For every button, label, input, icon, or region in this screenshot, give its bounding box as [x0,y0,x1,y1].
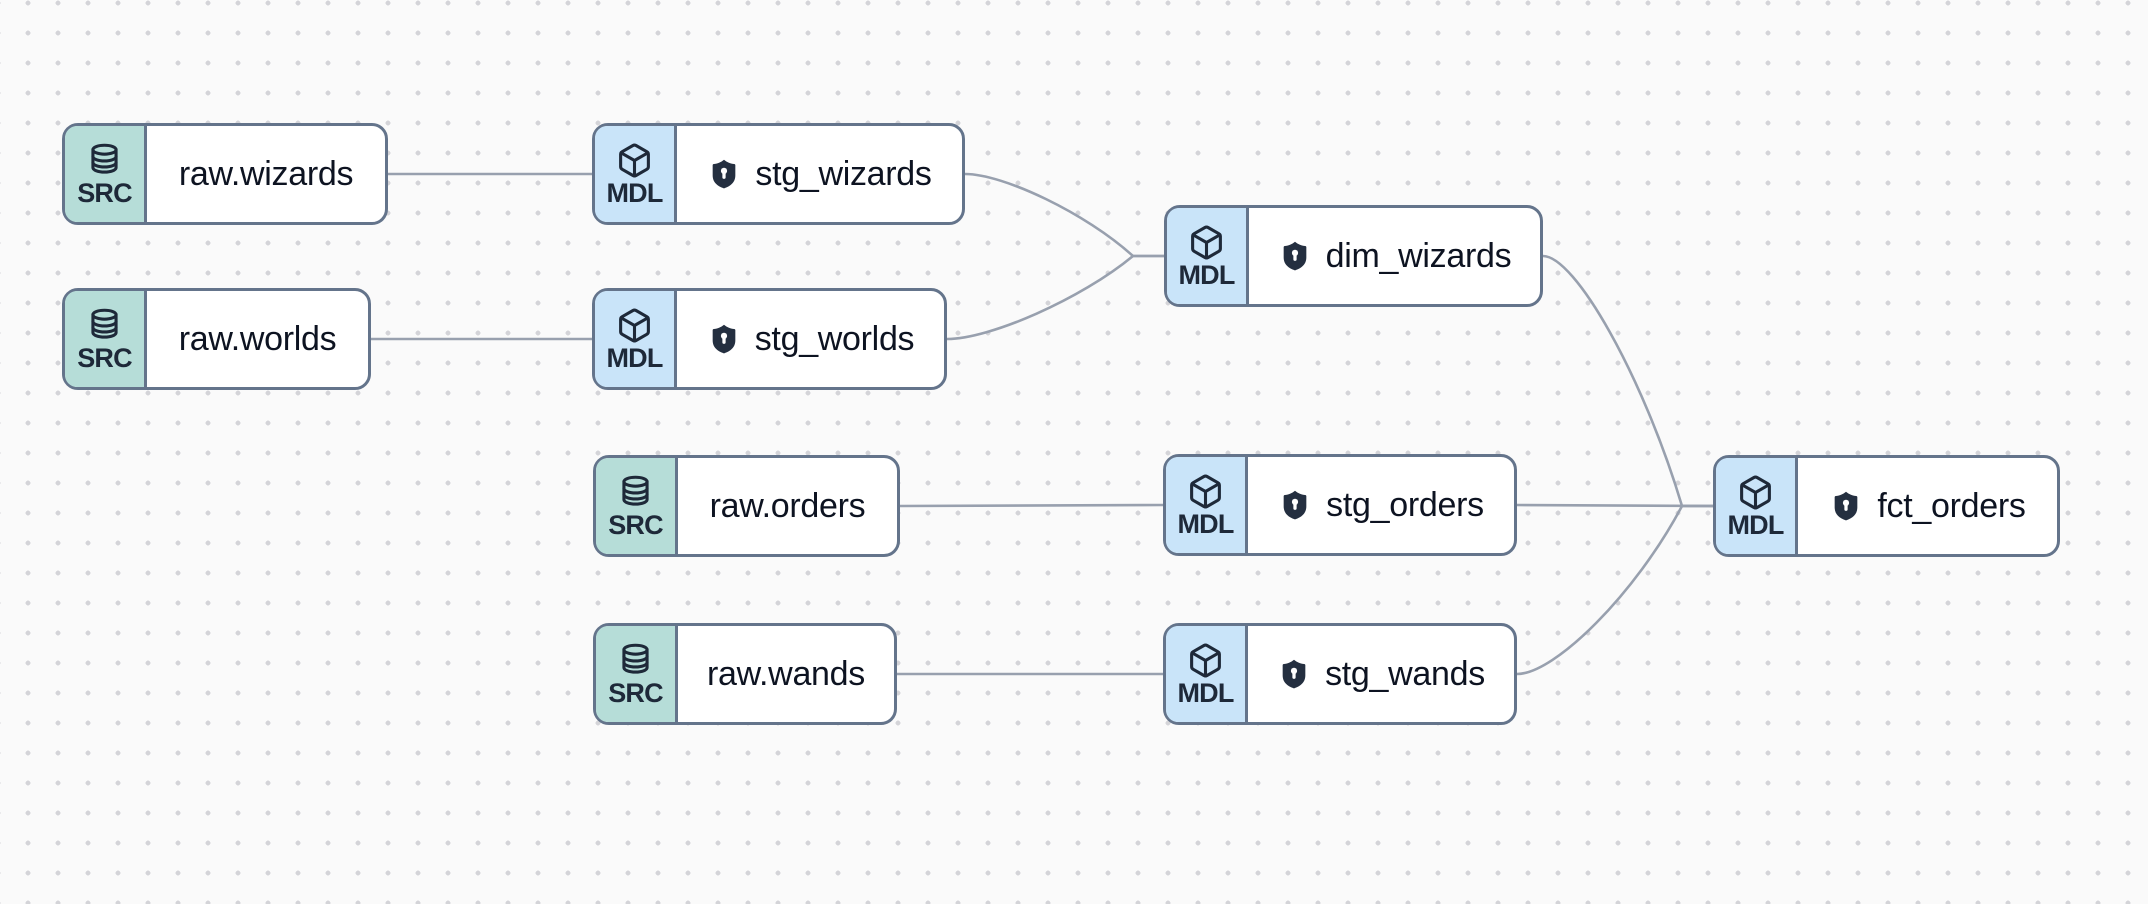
node-body: raw.orders [678,458,897,554]
lineage-node-stg_wands[interactable]: MDL stg_wands [1163,623,1517,725]
lineage-node-stg_wizards[interactable]: MDL stg_wizards [592,123,965,225]
node-body: raw.wands [678,626,894,722]
node-type-label: MDL [606,342,663,373]
node-label: dim_wizards [1325,236,1512,275]
node-label: raw.worlds [178,319,337,358]
lineage-node-raw_wands[interactable]: SRC raw.wands [593,623,897,725]
database-icon [86,307,123,344]
box-icon [1187,473,1224,510]
box-icon [1737,474,1774,511]
box-icon [1188,224,1225,261]
box-icon [1187,642,1224,679]
node-type-badge: MDL [1166,457,1248,553]
shield-lock-icon [1278,488,1312,522]
node-type-label: SRC [608,509,663,540]
node-body: stg_wands [1248,626,1514,722]
node-type-label: MDL [1178,259,1235,290]
node-type-label: MDL [1727,509,1784,540]
node-type-badge: MDL [1716,458,1798,554]
lineage-node-stg_orders[interactable]: MDL stg_orders [1163,454,1517,556]
node-type-label: MDL [1177,677,1234,708]
box-icon [616,307,653,344]
database-icon [617,642,654,679]
node-label: stg_wizards [755,154,932,193]
database-icon [617,474,654,511]
lineage-node-raw_wizards[interactable]: SRC raw.wizards [62,123,388,225]
node-type-badge: SRC [596,626,678,722]
lineage-node-dim_wizards[interactable]: MDL dim_wizards [1164,205,1543,307]
shield-lock-icon [707,157,741,191]
node-type-label: SRC [608,677,663,708]
shield-lock-icon [1277,657,1311,691]
node-body: dim_wizards [1249,208,1540,304]
node-type-badge: MDL [1166,626,1248,722]
database-icon [86,142,123,179]
node-body: stg_worlds [677,291,944,387]
node-label: stg_worlds [754,319,915,358]
lineage-node-raw_orders[interactable]: SRC raw.orders [593,455,900,557]
node-type-badge: MDL [595,126,677,222]
lineage-node-stg_worlds[interactable]: MDL stg_worlds [592,288,947,390]
node-type-label: MDL [1177,508,1234,539]
box-icon [616,142,653,179]
node-type-label: MDL [606,177,663,208]
node-body: raw.worlds [147,291,368,387]
node-body: stg_orders [1248,457,1514,553]
node-label: raw.wizards [178,154,354,193]
shield-lock-icon [1278,239,1312,273]
node-label: raw.wands [707,654,865,693]
node-body: stg_wizards [677,126,962,222]
node-type-badge: SRC [596,458,678,554]
lineage-node-raw_worlds[interactable]: SRC raw.worlds [62,288,371,390]
lineage-node-fct_orders[interactable]: MDL fct_orders [1713,455,2060,557]
node-type-label: SRC [77,177,132,208]
node-label: raw.orders [709,486,866,525]
node-type-badge: SRC [65,291,147,387]
shield-lock-icon [1829,489,1863,523]
node-body: fct_orders [1798,458,2057,554]
node-type-badge: MDL [1167,208,1249,304]
shield-lock-icon [707,322,741,356]
node-body: raw.wizards [147,126,385,222]
node-label: stg_orders [1326,485,1484,524]
node-type-badge: MDL [595,291,677,387]
node-type-badge: SRC [65,126,147,222]
node-label: stg_wands [1325,654,1485,693]
node-label: fct_orders [1877,486,2026,525]
node-type-label: SRC [77,342,132,373]
